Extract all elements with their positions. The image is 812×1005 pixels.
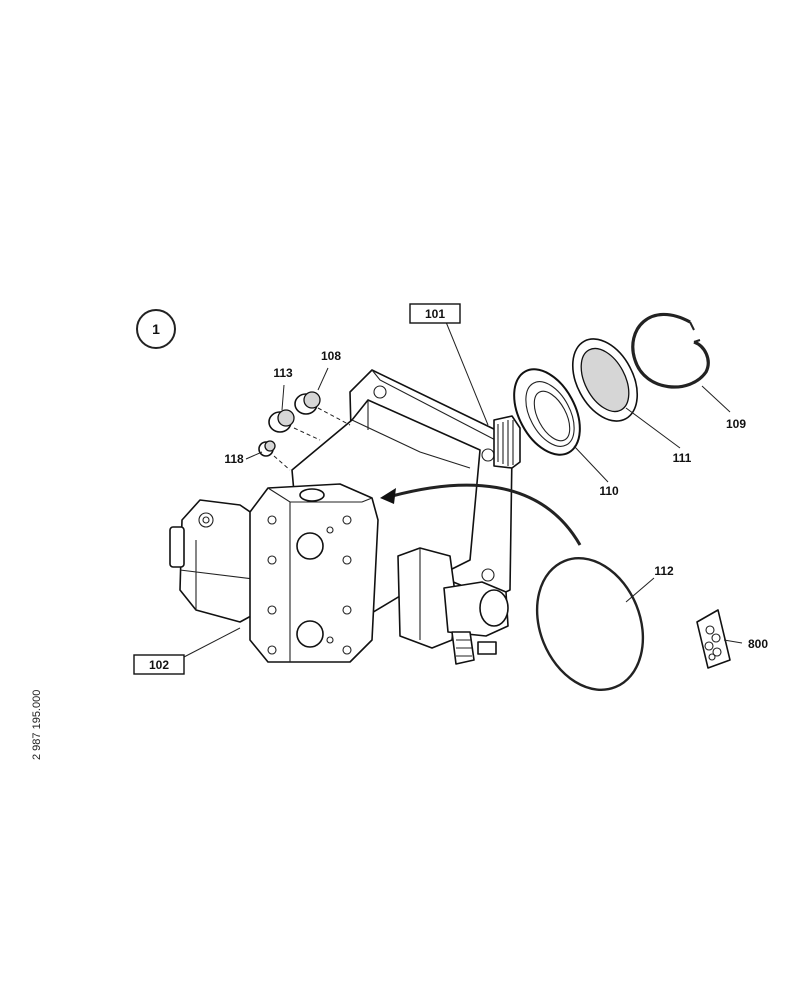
callout-113: 113: [273, 366, 293, 380]
adjuster-nut: [479, 589, 509, 627]
pump-assembly: [169, 369, 521, 665]
plug-108: [294, 391, 321, 415]
callout-118: 118: [224, 452, 244, 466]
callout-111: 111: [673, 451, 692, 465]
left-port-cap: [169, 526, 185, 568]
top-plug: [299, 488, 325, 502]
callout-109: 109: [726, 417, 746, 431]
view-number-marker: 1: [136, 309, 176, 349]
callout-800: 800: [748, 637, 768, 651]
view-number: 1: [152, 321, 160, 337]
callout-box-101: [409, 303, 461, 324]
lower-port: [296, 620, 324, 648]
plug-113: [268, 409, 295, 433]
callout-110: 110: [599, 484, 619, 498]
regulator-fitting: [477, 641, 497, 655]
callout-102: 102: [149, 658, 169, 672]
upper-port: [296, 532, 324, 560]
callout-112: 112: [654, 564, 674, 578]
plug-118: [258, 440, 276, 457]
callout-box-102: [133, 654, 185, 675]
retaining-ring: [631, 312, 710, 389]
callout-labels: 101 102 108 109 110 111 112 113 118 800: [133, 303, 768, 675]
leader-lines: [183, 321, 743, 658]
port-plate: [249, 483, 379, 663]
shaft-seal: [513, 368, 581, 456]
callout-108: 108: [321, 349, 341, 363]
callout-101: 101: [425, 307, 445, 321]
washer: [571, 338, 639, 422]
seal-kit: [696, 609, 731, 669]
o-ring: [535, 557, 645, 691]
assembly-arrow: [380, 483, 582, 546]
drawing-number: 2 987 195.000: [31, 690, 43, 760]
